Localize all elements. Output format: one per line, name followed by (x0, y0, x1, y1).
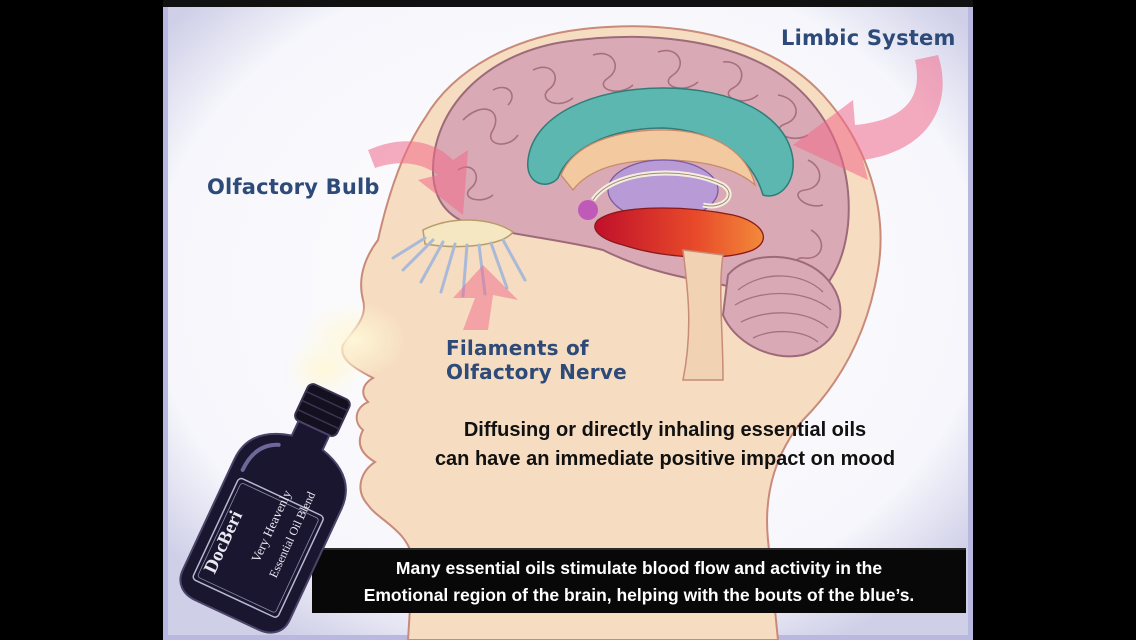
bottle-shine (240, 442, 281, 472)
arrow-filaments (453, 265, 518, 330)
label-filaments-line2: Olfactory Nerve (446, 360, 627, 384)
brain-illustration (163, 0, 973, 640)
caption: Diffusing or directly inhaling essential… (389, 416, 941, 474)
top-edge (163, 0, 973, 7)
bottle-body (179, 419, 347, 634)
olfactory-bulb (422, 219, 515, 248)
label-olfactory-bulb: Olfactory Bulb (207, 175, 380, 199)
amygdala-hippocampus (594, 207, 765, 258)
cap-ridges (297, 390, 348, 430)
brain-folds (457, 49, 824, 276)
vapor-cloud-2 (283, 340, 363, 400)
bottle-label (192, 477, 324, 618)
caption-line2: can have an immediate positive impact on… (434, 448, 896, 470)
arrow-olfactory-bulb (368, 141, 468, 215)
info-line1: Many essential oils stimulate blood flow… (395, 558, 883, 578)
label-limbic-system: Limbic System (781, 26, 956, 50)
arrow-limbic (793, 55, 943, 180)
cingulate-ring (527, 87, 794, 197)
caption-line1: Diffusing or directly inhaling essential… (463, 419, 867, 441)
info-line2: Emotional region of the brain, helping w… (363, 585, 915, 605)
brainstem (682, 249, 724, 381)
fornix-outline (592, 172, 730, 207)
info-box: Many essential oils stimulate blood flow… (312, 548, 966, 613)
cerebellum-folds (734, 275, 832, 343)
hypothalamus (578, 200, 598, 220)
diagram-panel: Limbic System Olfactory Bulb Filaments o… (163, 0, 973, 640)
bottle-graphic (179, 383, 351, 634)
label-filaments: Filaments of Olfactory Nerve (446, 336, 656, 384)
olfactory-filaments (391, 236, 527, 298)
label-filaments-line1: Filaments of (446, 336, 589, 360)
